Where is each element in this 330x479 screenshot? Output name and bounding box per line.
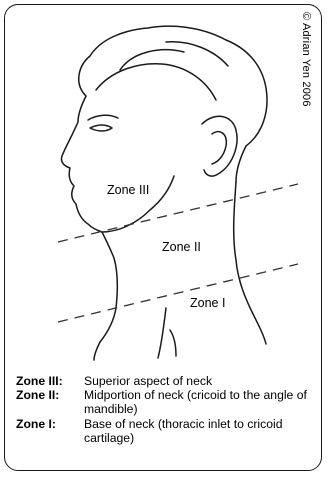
shoulder — [94, 342, 100, 360]
neck-back — [234, 182, 266, 344]
legend-term: Zone I — [16, 417, 84, 445]
zone-boundary-lower — [58, 264, 298, 322]
legend-row-zone-iii: Zone III Superior aspect of neck — [16, 374, 316, 388]
legend-row-zone-ii: Zone II Midportion of neck (cricoid to t… — [16, 388, 316, 416]
ear-inner — [212, 132, 226, 164]
legend-description: Base of neck (thoracic inlet to cricoid … — [84, 417, 316, 445]
legend-description: Midportion of neck (cricoid to the angle… — [84, 388, 316, 416]
collar-mark — [170, 330, 176, 356]
legend-term: Zone II — [16, 388, 84, 416]
ear — [202, 116, 237, 176]
trapezius — [158, 308, 166, 358]
eye — [90, 125, 112, 131]
zone-legend: Zone III Superior aspect of neck Zone II… — [16, 374, 316, 445]
hair-strand — [96, 64, 216, 100]
zone-iii-label: Zone III — [107, 183, 149, 197]
copyright-credit: © Adrian Yen 2006 — [300, 12, 312, 107]
face-profile — [61, 96, 174, 232]
zone-boundary-upper — [58, 184, 298, 242]
eyebrow — [88, 115, 118, 120]
zone-i-label: Zone I — [190, 296, 225, 310]
legend-row-zone-i: Zone I Base of neck (thoracic inlet to c… — [16, 417, 316, 445]
legend-term: Zone III — [16, 374, 84, 388]
zone-ii-label: Zone II — [162, 240, 201, 254]
hair-strand — [166, 42, 228, 66]
legend-description: Superior aspect of neck — [84, 374, 316, 388]
neck-front — [100, 232, 117, 342]
